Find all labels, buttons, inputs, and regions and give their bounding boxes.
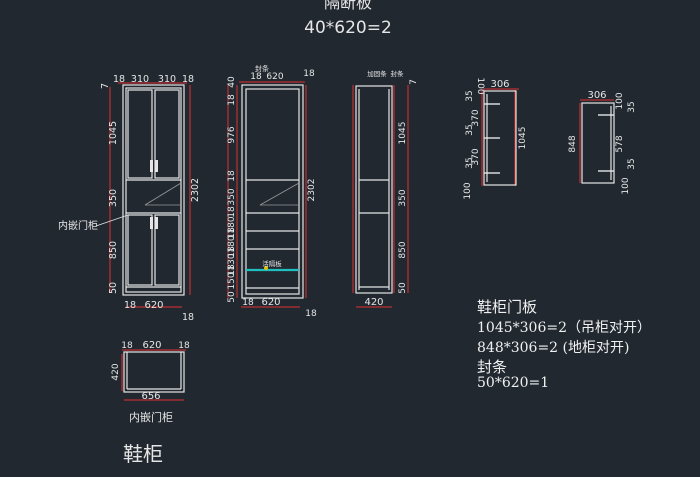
lower-door-panel-view: 306 100 35 578 35 100 848 — [568, 90, 637, 195]
dim-plan-depth: 420 — [111, 363, 121, 380]
dim-front-h-upper: 1045 — [108, 121, 119, 145]
notes-line2: 848*306=2 (地柜对开) — [477, 340, 630, 356]
dim-inner-h18f: 18 — [227, 264, 237, 276]
dim-door2-h35a: 35 — [627, 101, 637, 112]
plan-caption: 内嵌门柜 — [129, 410, 173, 424]
dim-front-w2: 310 — [158, 74, 176, 85]
dim-side-h-base: 50 — [398, 282, 408, 294]
dim-door2-h100: 100 — [615, 92, 625, 109]
partial-title: 隔断板 — [324, 0, 372, 12]
dim-inner-h350: 350 — [227, 188, 237, 205]
dim-plan-right: 18 — [178, 341, 190, 351]
label-seal-strip-side: 封条 — [391, 69, 405, 78]
dim-side-7: 7 — [409, 79, 419, 85]
notes-line3: 50*620=1 — [477, 375, 550, 391]
inner-structure-view: 封条 18 620 18 40 18 976 18 350 18 180 18 … — [227, 64, 317, 319]
dim-front-bottom-right: 18 — [182, 312, 194, 323]
dim-inner-h50: 50 — [227, 291, 237, 303]
dim-inner-h130: 130 — [227, 253, 237, 270]
label-slide-board: 活隔板 — [262, 259, 282, 268]
dim-inner-bottom-right: 18 — [305, 309, 317, 319]
dim-side-h-mid: 350 — [398, 189, 408, 206]
dim-front-7: 7 — [100, 83, 111, 89]
dim-inner-top-right: 18 — [303, 69, 315, 79]
main-title: 鞋柜 — [123, 442, 163, 466]
notes-heading2: 封条 — [477, 358, 508, 376]
dim-inner-bottom-left: 18 — [242, 298, 254, 308]
upper-door-panel-view: 306 100 35 370 35 370 35 100 1045 — [463, 77, 528, 199]
dim-door1-total: 1045 — [518, 127, 528, 150]
dim-inner-h150: 150 — [227, 272, 237, 289]
dim-front-top-right: 18 — [182, 74, 194, 85]
dim-inner-w: 620 — [266, 72, 283, 82]
side-view: 加固条 封条 7 1045 350 850 50 420 — [352, 69, 419, 308]
label-reinforce-strip: 加固条 — [367, 69, 387, 78]
dim-door1-h35b: 35 — [465, 124, 475, 135]
dim-inner-h18a: 18 — [227, 94, 237, 106]
partial-title-dims: 40*620=2 — [304, 18, 392, 38]
dim-inner-h18d: 18 — [227, 227, 237, 239]
dim-side-h-lower: 850 — [398, 241, 408, 258]
dim-inner-h-total: 2302 — [307, 179, 317, 202]
front-elevation-view: 18 310 310 18 7 1045 350 850 50 2302 18 … — [58, 74, 201, 323]
dim-door2-w: 306 — [587, 90, 606, 101]
dim-inner-h180: 180 — [227, 216, 237, 233]
dim-side-h-upper: 1045 — [398, 122, 408, 145]
dim-side-bottom-w: 420 — [364, 297, 383, 308]
dim-inner-h18c: 18 — [227, 206, 237, 218]
dim-front-h-mid: 350 — [108, 189, 119, 207]
plan-view: 18 620 18 420 656 内嵌门柜 — [111, 340, 190, 424]
dim-inner-h976: 976 — [227, 126, 237, 143]
dim-front-h-total: 2302 — [190, 178, 201, 202]
dim-inner-h180b: 180 — [227, 235, 237, 252]
notes-heading: 鞋柜门板 — [477, 298, 538, 316]
notes-line1: 1045*306=2（吊柜对开） — [477, 320, 651, 336]
dim-front-top-left: 18 — [113, 74, 125, 85]
dim-door1-h370b: 370 — [471, 148, 481, 165]
dim-door1-h100b: 100 — [463, 182, 473, 199]
dim-inner-bottom-w: 620 — [261, 297, 280, 308]
dim-plan-w: 620 — [142, 340, 161, 351]
dim-inner-top-left: 18 — [250, 72, 262, 82]
dim-front-h-lower: 850 — [108, 241, 119, 259]
dim-door2-h100b: 100 — [621, 177, 631, 194]
dim-inner-h18b: 18 — [227, 170, 237, 182]
dim-inner-h18e: 18 — [227, 246, 237, 258]
dim-plan-bottom: 656 — [141, 391, 160, 402]
dim-door2-h578: 578 — [615, 135, 625, 152]
dim-door1-h100: 100 — [475, 77, 485, 94]
label-seal-strip: 封条 — [255, 64, 269, 73]
dim-door1-h35a: 35 — [465, 90, 475, 101]
dim-door2-h35b: 35 — [627, 158, 637, 169]
dim-inner-h40: 40 — [227, 76, 237, 88]
dim-door1-h370a: 370 — [471, 109, 481, 126]
label-inner-door-cabinet: 内嵌门柜 — [58, 219, 98, 232]
dim-front-bottom-w: 620 — [144, 300, 163, 311]
dim-door1-w: 306 — [490, 79, 509, 90]
dim-front-w1: 310 — [131, 74, 149, 85]
dim-plan-left: 18 — [121, 341, 133, 351]
dim-door1-h35c: 35 — [465, 157, 475, 168]
dim-front-bottom-left: 18 — [124, 300, 136, 311]
dim-front-h-base: 50 — [108, 282, 119, 294]
dim-door2-total: 848 — [568, 135, 578, 152]
